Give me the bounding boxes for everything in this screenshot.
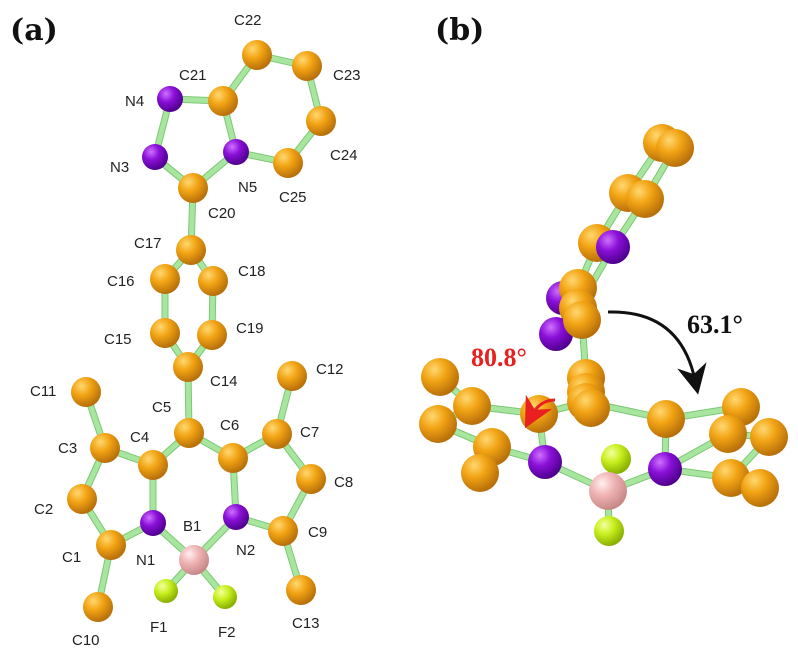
atom-carbon-c1 <box>96 530 126 560</box>
atom-fluorine-f2 <box>213 585 237 609</box>
atom-carbon <box>647 400 685 438</box>
atom-carbon <box>656 129 694 167</box>
atom-label-c15: C15 <box>104 331 132 348</box>
atom-carbon <box>421 358 459 396</box>
panel-a-label: (a) <box>10 13 58 48</box>
atom-carbon-c16 <box>150 264 180 294</box>
atom-nitrogen-n3 <box>142 144 168 170</box>
atom-nitrogen-n2 <box>223 504 249 530</box>
atom-carbon-c7 <box>262 419 292 449</box>
atom-label-c21: C21 <box>179 67 207 84</box>
atom-carbon-c15 <box>150 318 180 348</box>
atom-label-c5: C5 <box>152 399 171 416</box>
atom-label-c9: C9 <box>308 524 327 541</box>
atom-carbon <box>453 387 491 425</box>
atom-label-c4: C4 <box>130 429 149 446</box>
black-angle-arrow <box>607 310 707 395</box>
atom-fluorine-f1 <box>154 579 178 603</box>
atom-nitrogen-n5 <box>223 139 249 165</box>
atom-carbon-c25 <box>273 148 303 178</box>
atom-carbon <box>712 459 750 497</box>
atom-carbon-c20 <box>178 173 208 203</box>
atom-label-c23: C23 <box>333 67 361 84</box>
atom-label-c22: C22 <box>234 12 262 29</box>
atom-label-n5: N5 <box>238 179 257 196</box>
atom-carbon-c24 <box>306 106 336 136</box>
angle-label-red: 80.8° <box>471 343 527 372</box>
atom-carbon-c8 <box>296 464 326 494</box>
atom-label-c17: C17 <box>134 235 162 252</box>
atom-label-c24: C24 <box>330 147 358 164</box>
atom-fluorine <box>594 516 624 546</box>
atom-carbon <box>572 389 610 427</box>
atom-carbon <box>419 405 457 443</box>
atom-nitrogen-n1 <box>140 510 166 536</box>
atom-label-c8: C8 <box>334 474 353 491</box>
atom-carbon <box>709 415 747 453</box>
atom-boron-b1 <box>179 545 209 575</box>
atom-carbon-c5 <box>174 418 204 448</box>
atom-label-c18: C18 <box>238 263 266 280</box>
atom-label-n3: N3 <box>110 159 129 176</box>
atom-carbon-c23 <box>292 51 322 81</box>
atom-label-c14: C14 <box>210 373 238 390</box>
atom-label-c12: C12 <box>316 361 344 378</box>
angle-label-black: 63.1° <box>687 310 743 339</box>
red-angle-arrow <box>524 394 556 429</box>
atom-label-c10: C10 <box>72 632 100 649</box>
panel-b-structure <box>419 124 788 546</box>
atom-nitrogen-n4 <box>157 86 183 112</box>
atom-label-f2: F2 <box>218 624 236 641</box>
atom-carbon-c12 <box>277 361 307 391</box>
atom-label-c6: C6 <box>220 417 239 434</box>
atom-label-c16: C16 <box>107 273 135 290</box>
atom-label-n1: N1 <box>136 552 155 569</box>
atom-nitrogen <box>528 445 562 479</box>
atom-carbon <box>626 180 664 218</box>
atom-carbon-c14 <box>173 352 203 382</box>
atom-label-c11: C11 <box>30 383 56 400</box>
atom-carbon-c21 <box>208 86 238 116</box>
atom-carbon-c17 <box>176 235 206 265</box>
atom-label-c19: C19 <box>236 320 264 337</box>
atom-nitrogen <box>648 452 682 486</box>
atom-carbon <box>741 469 779 507</box>
panel-b-label: (b) <box>435 13 484 48</box>
atom-label-c13: C13 <box>292 615 320 632</box>
atom-carbon-c4 <box>138 450 168 480</box>
atom-label-c7: C7 <box>300 424 319 441</box>
atom-carbon-c22 <box>242 40 272 70</box>
atom-label-f1: F1 <box>150 619 168 636</box>
atom-label-c2: C2 <box>34 501 53 518</box>
atom-nitrogen <box>596 230 630 264</box>
atom-carbon-c19 <box>197 320 227 350</box>
atom-label-c3: C3 <box>58 440 77 457</box>
atom-carbon-c3 <box>90 433 120 463</box>
atom-fluorine <box>601 444 631 474</box>
atom-label-b1: B1 <box>183 518 201 535</box>
atom-label-c1: C1 <box>62 549 81 566</box>
atom-carbon-c11 <box>71 377 101 407</box>
atom-carbon-c2 <box>67 484 97 514</box>
atom-carbon-c9 <box>268 516 298 546</box>
atom-label-c20: C20 <box>208 205 236 222</box>
atom-label-n2: N2 <box>236 542 255 559</box>
atom-carbon <box>461 454 499 492</box>
atom-carbon <box>563 301 601 339</box>
atom-carbon-c6 <box>218 443 248 473</box>
atom-label-n4: N4 <box>125 93 144 110</box>
atom-carbon-c18 <box>198 266 228 296</box>
atom-carbon <box>750 418 788 456</box>
atom-carbon-c10 <box>83 592 113 622</box>
atom-boron <box>589 472 627 510</box>
atom-carbon-c13 <box>286 575 316 605</box>
atom-label-c25: C25 <box>279 189 307 206</box>
